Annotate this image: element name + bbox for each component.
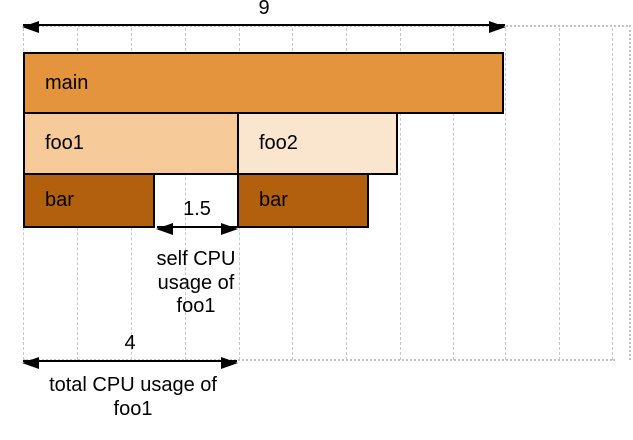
frame-foo2: foo2: [237, 112, 398, 175]
frame-main: main: [23, 52, 504, 114]
gridline: [453, 28, 454, 360]
gridline: [559, 28, 560, 360]
total-span-value: 9: [258, 0, 270, 19]
frame-label: main: [45, 71, 89, 94]
gridline: [400, 28, 401, 360]
gridline: [185, 28, 186, 360]
gridline: [612, 28, 613, 360]
dotted-line-top: [23, 25, 631, 27]
frame-label: bar: [45, 189, 74, 211]
total-cpu-value: 4: [124, 332, 136, 354]
arrow-head-left-icon: [156, 223, 173, 235]
arrow-head-right-icon: [489, 21, 506, 33]
arrow-head-right-icon: [221, 357, 238, 369]
frame-bar-right: bar: [237, 173, 369, 228]
self-cpu-arrow: [156, 223, 238, 235]
total-cpu-arrow: [22, 357, 238, 369]
self-cpu-value: 1.5: [183, 198, 211, 220]
dotted-line-bottom: [23, 359, 615, 361]
total-span-arrow: [22, 21, 506, 33]
arrow-head-left-icon: [22, 21, 39, 33]
frame-label: bar: [259, 189, 288, 211]
frame-foo1: foo1: [23, 112, 239, 175]
self-cpu-caption: self CPU usage of foo1: [156, 248, 236, 317]
gridline: [505, 28, 506, 360]
total-cpu-caption: total CPU usage of foo1: [49, 374, 217, 420]
frame-bar-left: bar: [23, 173, 155, 228]
arrow-head-right-icon: [221, 223, 238, 235]
arrow-head-left-icon: [22, 357, 39, 369]
dotted-line-right: [629, 25, 631, 360]
frame-label: foo2: [259, 132, 298, 154]
frame-label: foo1: [45, 132, 84, 154]
